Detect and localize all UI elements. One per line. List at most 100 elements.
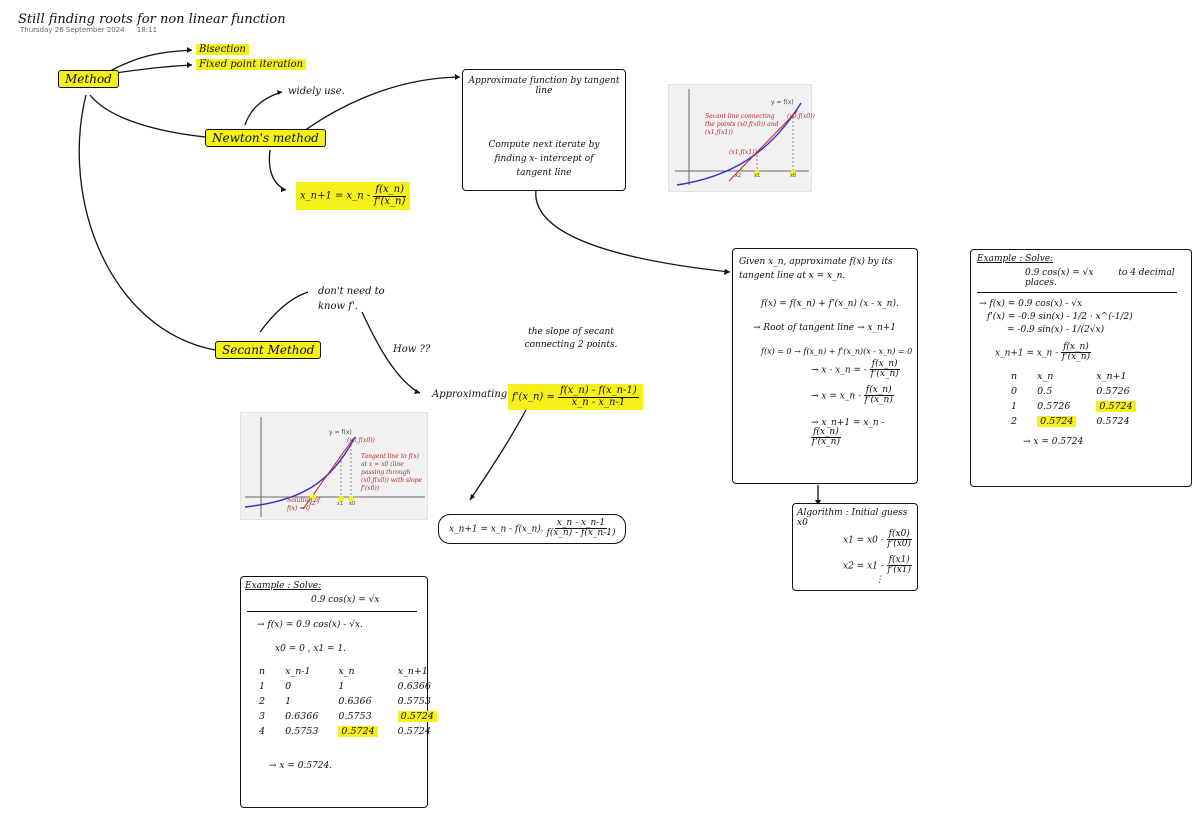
algorithm-line1-lhs: x1 = x0 - (843, 535, 884, 546)
table-cell: 1 (1011, 400, 1018, 412)
secant-example-table: n x_n-1 x_n x_n+1 1 0 1 0.6366 2 1 0.636… (249, 664, 447, 739)
page-date: Thursday 26 September 2024 18:11 (20, 26, 157, 34)
algorithm-dots: ⋮ (875, 574, 884, 585)
derivation-root: → Root of tangent line → x_n+1 (753, 323, 897, 333)
table-row: 2 0.5724 0.5724 (1001, 414, 1146, 429)
table-cell: 0.5724 (1027, 414, 1086, 429)
table-cell: 1 (285, 696, 292, 707)
tangent-solution-note: Solution of f(x) = 0 (287, 497, 321, 512)
secant-example-equation: 0.9 cos(x) = √x (311, 595, 380, 605)
table-cell: 0.6366 (285, 711, 319, 722)
newton-example-iter: x_n+1 = x_n - f(x_n)f'(x_n) (995, 342, 1191, 363)
newton-example-fprime2: = -0.9 sin(x) - 1/(2√x) (1007, 325, 1105, 335)
approx-formula-den: x_n - x_n-1 (571, 396, 626, 408)
table-cell: 0.5753 (397, 696, 431, 707)
secant-example-initial: x0 = 0 , x1 = 1. (275, 644, 347, 654)
algorithm-line1: x1 = x0 - f(x0)f'(x0) (843, 529, 917, 550)
table-cell: 0.5724 (328, 724, 387, 739)
newton-node: Newton's method (205, 129, 326, 147)
algorithm-line2-lhs: x2 = x1 - (843, 561, 884, 572)
table-row: 0 0.5 0.5726 (1001, 384, 1146, 399)
table-cell: 0.6366 (397, 681, 431, 692)
table-cell: 1 (338, 681, 345, 692)
newton-example-box: Example : Solve: 0.9 cos(x) = √x to 4 de… (970, 249, 1192, 487)
secant-node: Secant Method (215, 341, 322, 359)
table-cell: 0.6366 (338, 696, 372, 707)
secant-formula-den: f(x_n) - f(x_n-1) (546, 528, 616, 539)
table-cell: 0.5726 (1037, 400, 1071, 412)
secant-x1: x1 (754, 173, 761, 179)
secant-point-label: (x0,f(x0)) (787, 113, 815, 120)
secant-formula-num: x_n - x_n-1 (554, 518, 608, 530)
derivation-step3-den: f'(x_n) (864, 395, 893, 406)
algorithm-line2-den: f'(x1) (887, 565, 912, 576)
page-title: Still finding roots for non linear funct… (18, 12, 286, 27)
time-text: 18:11 (136, 26, 158, 34)
newton-example-fprime: f'(x) = -0.9 sin(x) - 1/2 · x^(-1/2) (987, 312, 1133, 322)
tangent-x2: x2 (309, 501, 316, 507)
table-cell: 0.5724 (1086, 399, 1145, 414)
derivation-step3-num: f(x_n) (863, 384, 894, 397)
widely-used-note: widely use. (288, 86, 345, 97)
table-header: x_n (1037, 370, 1054, 382)
derivation-tangent-eq: f(x) = f(x_n) + f'(x_n) (x - x_n). (761, 299, 899, 309)
table-header: n (1011, 370, 1018, 382)
derivation-step2-den: f'(x_n) (870, 369, 899, 380)
table-cell: 0.5 (1037, 385, 1053, 397)
derivation-head: Given x_n, approximate f(x) by its tange… (739, 257, 893, 281)
secant-x2: x2 (735, 173, 742, 179)
table-header: x_n (338, 666, 355, 677)
newton-formula: x_n+1 = x_n - f(x_n)f'(x_n) (296, 182, 410, 210)
slope-note: the slope of secant connecting 2 points. (524, 327, 618, 350)
table-header: x_n+1 (397, 666, 428, 677)
secant-example-box: Example : Solve: 0.9 cos(x) = √x → f(x) … (240, 576, 437, 808)
table-cell: 2 (1011, 415, 1018, 427)
newton-example-f: → f(x) = 0.9 cos(x) - √x (979, 299, 1083, 309)
table-cell: 0.5753 (285, 726, 319, 737)
secant-graph-svg (675, 89, 809, 186)
highlighted-value: 0.5724 (1096, 400, 1136, 412)
table-cell: 0.5726 (1096, 385, 1130, 397)
derivation-step4: → x_n+1 = x_n - f(x_n)f'(x_n) (811, 418, 917, 448)
table-cell: 2 (259, 696, 266, 707)
derivation-step3-lhs: → x = x_n - (811, 391, 862, 402)
newton-formula-lhs: x_n+1 = x_n - (300, 190, 371, 202)
secant-formula-lhs: x_n+1 = x_n - f(x_n). (449, 524, 544, 535)
algorithm-line1-num: f(x0) (886, 529, 912, 541)
table-header: x_n+1 (1096, 370, 1127, 382)
table-cell: 0 (1011, 385, 1018, 397)
algorithm-line2-num: f(x1) (886, 554, 912, 567)
secant-graph: y = f(x) (x0,f(x0)) (x1,f(x1)) Secant li… (668, 84, 815, 192)
derivation-step2-num: f(x_n) (869, 359, 900, 371)
table-header: n (259, 666, 266, 677)
secant-example-f: → f(x) = 0.9 cos(x) - √x. (257, 620, 363, 630)
algorithm-line1-den: f'(x0) (887, 539, 912, 550)
fixed-point-node: Fixed point iteration (196, 59, 307, 70)
table-cell: 0 (285, 681, 292, 692)
tangent-idea-line2: Compute next iterate by finding x- inter… (488, 140, 600, 178)
newton-example-result: → x = 0.5724 (1023, 436, 1084, 447)
newton-example-equation: 0.9 cos(x) = √x (1025, 268, 1094, 278)
bisection-node: Bisection (196, 44, 249, 55)
derivation-box: Given x_n, approximate f(x) by its tange… (732, 248, 918, 484)
how-note: How ?? (393, 344, 431, 355)
table-row: 1 0 1 0.6366 (249, 679, 447, 694)
approx-formula-lhs: f'(x_n) ≈ (512, 391, 555, 403)
table-cell: 0.5753 (338, 711, 372, 722)
derivation-step2: → x - x_n = - f(x_n)f'(x_n) (811, 359, 917, 380)
table-cell: 0.5724 (388, 709, 447, 724)
tangent-curve-label: y = f(x) (329, 429, 352, 436)
secant-x0: x0 (790, 173, 797, 179)
table-row: 3 0.6366 0.5753 0.5724 (249, 709, 447, 724)
secant-note: Secant line connecting the points (x0,f(… (705, 113, 779, 136)
highlighted-value: 0.5724 (397, 711, 437, 722)
table-cell: 1 (259, 681, 266, 692)
table-row: 4 0.5753 0.5724 0.5724 (249, 724, 447, 739)
newton-example-table: n x_n x_n+1 0 0.5 0.5726 1 0.5726 0.5724… (1001, 369, 1146, 429)
newton-formula-num: f(x_n) (373, 184, 406, 197)
newton-formula-den: f'(x_n) (374, 195, 406, 207)
tangent-x0: x0 (349, 501, 356, 507)
algorithm-label: Algorithm : Initial guess x0 (797, 508, 908, 528)
algorithm-box: Algorithm : Initial guess x0 x1 = x0 - f… (792, 503, 918, 591)
